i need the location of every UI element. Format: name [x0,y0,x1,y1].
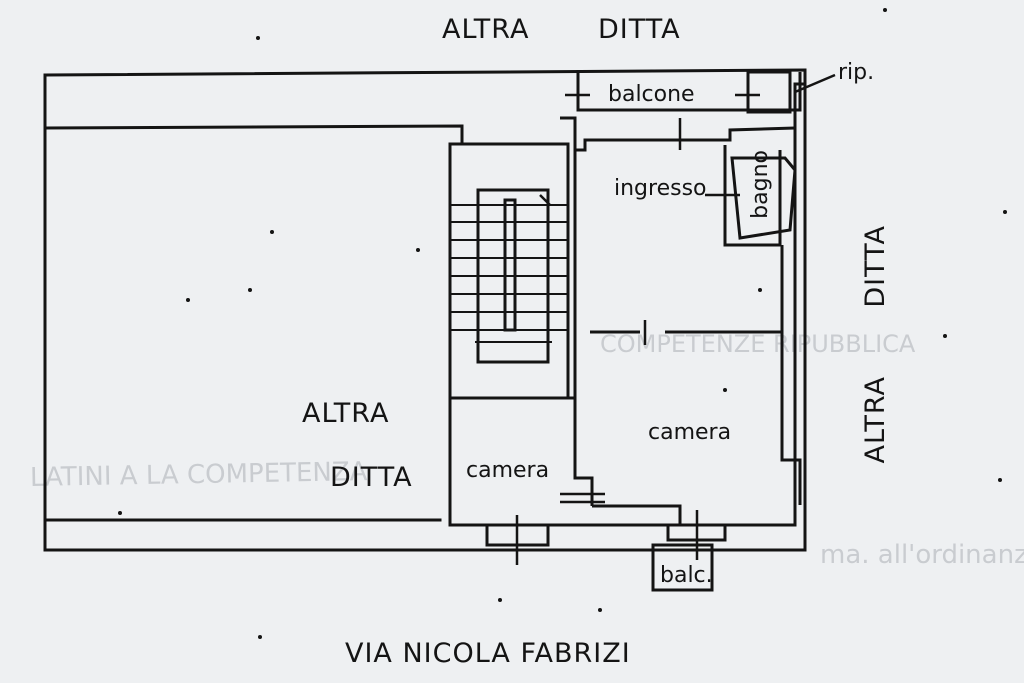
stair-core [476,188,550,364]
bagno-outline [730,156,797,240]
rip-box [746,70,792,114]
label-top-altra: ALTRA [442,14,530,45]
apartment-top-wall [560,116,796,152]
label-ingresso: ingresso [614,176,707,201]
label-bagno: bagno [748,150,773,219]
label-left-altra: ALTRA [302,398,390,429]
label-camera-left: camera [466,458,550,483]
label-balc: balc. [660,563,713,588]
label-right-ditta: DITTA [860,225,891,308]
specks [118,8,1007,639]
stair-treads [450,204,568,343]
outer-wall-inner [43,73,807,527]
label-camera-center: camera [648,420,732,445]
background-stamp-line-3: COMPETENZE RIPUBBLICA [600,330,916,358]
left-inner-wall [43,126,442,522]
label-balcone: balcone [608,82,695,107]
label-rip: rip. [838,60,875,85]
right-inner-wall [780,245,802,505]
stair-inner [503,198,517,332]
camera-left-walls [450,396,594,506]
outer-wall-outer [43,68,807,552]
balc-box [651,543,714,592]
camera-bottom-wall [592,504,682,525]
opening-marks [515,73,836,565]
label-top-ditta: DITTA [598,14,681,45]
background-stamp-line-2: ma. all'ordinanza [820,540,1024,570]
label-street: VIA NICOLA FABRIZI [345,638,631,669]
label-left-ditta: DITTA [330,462,413,493]
label-right-altra: ALTRA [860,376,891,464]
stair-enclosure [448,142,570,400]
